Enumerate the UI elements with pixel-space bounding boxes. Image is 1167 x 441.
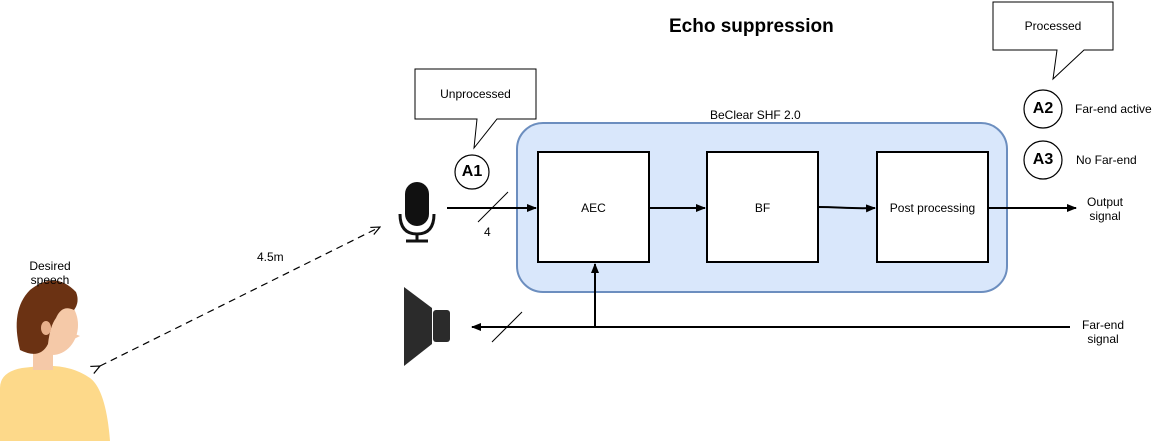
container-label: BeClear SHF 2.0 [710, 108, 801, 122]
a1-marker-label: A1 [461, 163, 483, 180]
a3-marker [1023, 140, 1063, 180]
diagram-title: Echo suppression [669, 16, 834, 37]
loudspeaker-icon [404, 287, 450, 366]
a3-marker-label: A3 [1032, 151, 1054, 168]
unprocessed-callout [414, 68, 537, 150]
desired-speech-label-line1: Desired [29, 259, 71, 273]
person-icon [0, 280, 110, 441]
unprocessed-callout-text: Unprocessed [440, 87, 511, 101]
desired-speech-label-line2: speech [30, 273, 70, 287]
processed-callout [992, 1, 1114, 81]
bf-to-post-arrow [817, 204, 876, 213]
a2-marker [1023, 89, 1063, 129]
processed-callout-text: Processed [1024, 19, 1082, 33]
microphone-icon [398, 182, 436, 243]
a2-marker-label: A2 [1032, 100, 1054, 117]
distance-dashed-arrow [100, 227, 380, 366]
output-signal-label-line1: Output [1086, 195, 1124, 209]
post-processing-block [876, 151, 989, 263]
multichannel-slash [477, 191, 509, 223]
channel-count-label: 4 [484, 225, 491, 239]
a3-description: No Far-end [1076, 153, 1137, 167]
aec-block-label: AEC [581, 201, 606, 215]
farend-signal-label-line1: Far-end [1081, 318, 1125, 332]
farend-signal-label-line2: signal [1087, 332, 1119, 346]
bf-block-label: BF [754, 201, 771, 215]
bf-block [706, 151, 819, 263]
post-processing-block-label: Post processing [889, 201, 976, 215]
distance-label: 4.5m [257, 250, 284, 264]
farend-slash [491, 311, 523, 343]
aec-block [537, 151, 650, 263]
a2-description: Far-end active [1075, 102, 1152, 116]
output-signal-label-line2: signal [1089, 209, 1121, 223]
a1-marker [454, 154, 490, 190]
